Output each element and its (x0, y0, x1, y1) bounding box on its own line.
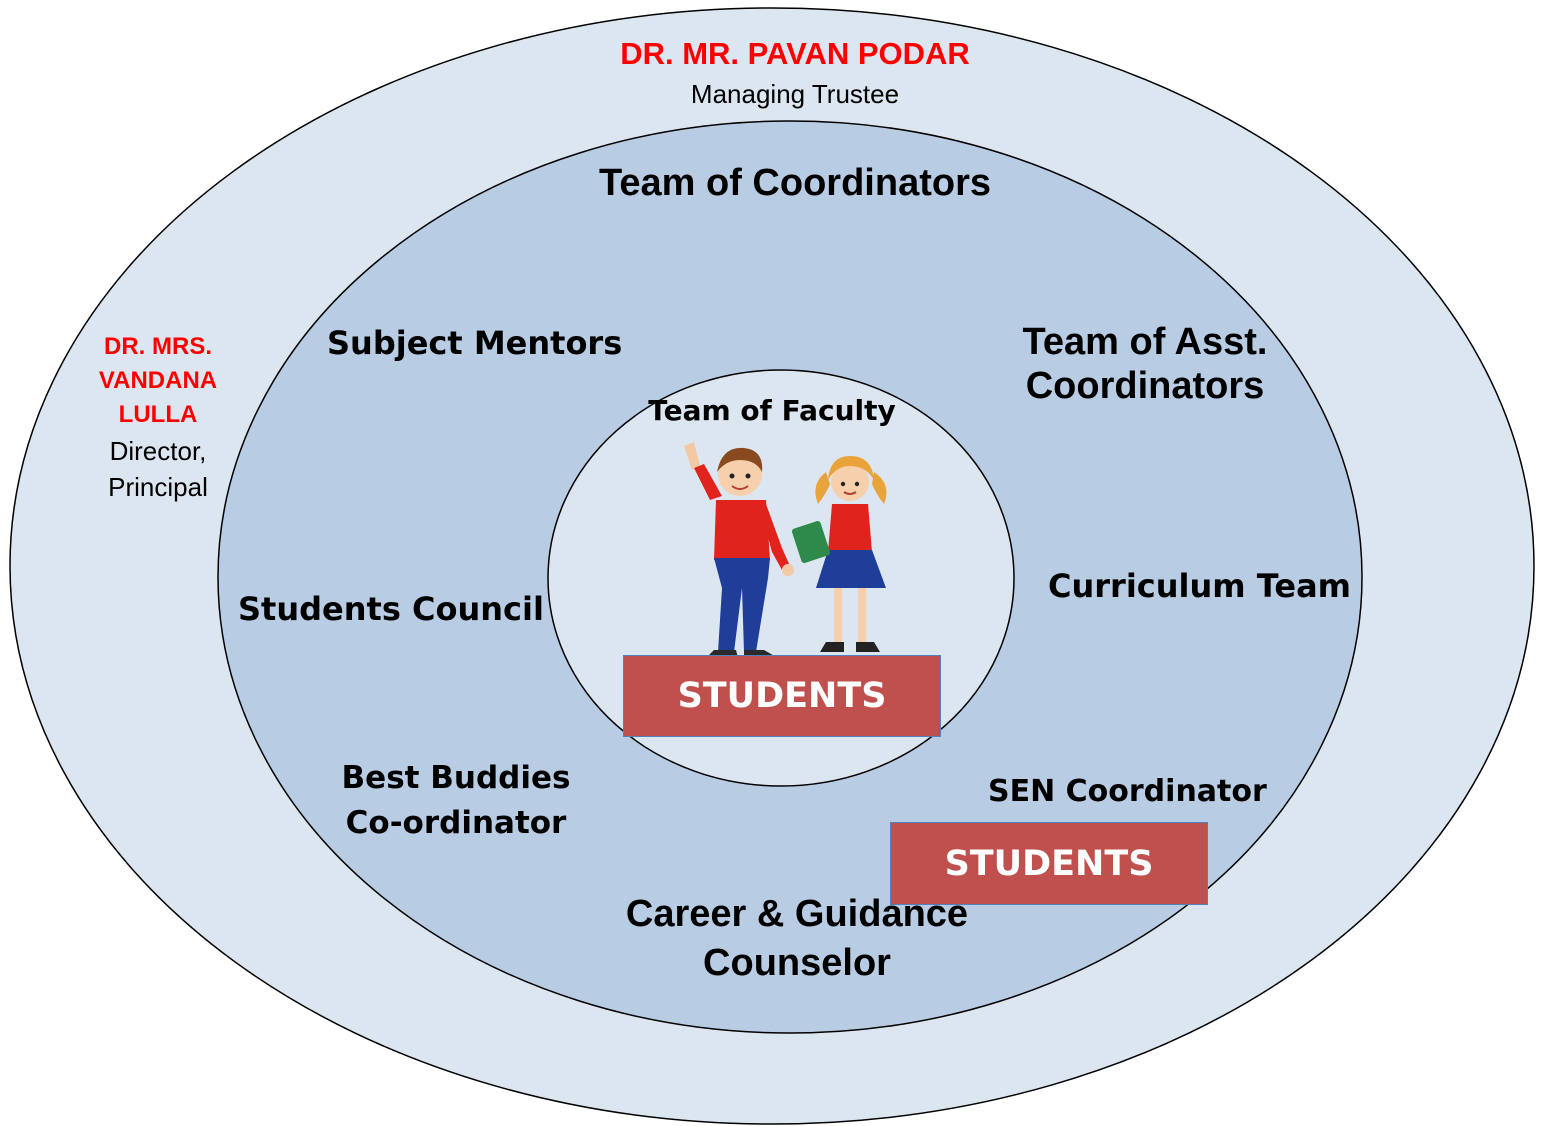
director-role-line-1: Director, (109, 436, 207, 466)
career-guidance-line-1: Career & Guidance (625, 893, 969, 935)
curriculum-team: Curriculum Team (1048, 567, 1351, 605)
career-guidance: Career & Guidance Counselor (572, 890, 1022, 988)
students-box-sen: STUDENTS (890, 822, 1208, 905)
best-buddies-line-2: Co-ordinator (345, 805, 567, 838)
best-buddies-line-1: Best Buddies (341, 760, 571, 796)
director-name-line-3: LULLA (118, 401, 198, 428)
director-role-line-2: Principal (108, 472, 208, 502)
students-illustration (684, 442, 887, 658)
girl-figure (791, 456, 887, 652)
subject-mentors: Subject Mentors (327, 324, 623, 362)
students-council: Students Council (238, 590, 544, 628)
team-of-coordinators: Team of Coordinators (599, 162, 991, 204)
career-guidance-line-2: Counselor (703, 942, 891, 984)
director-name-line-1: DR. MRS. (104, 333, 212, 360)
asst-coordinators-line-2: Coordinators (1025, 365, 1265, 407)
managing-trustee-name: DR. MR. PAVAN PODAR (620, 36, 970, 71)
students-box-center: STUDENTS (623, 655, 941, 737)
asst-coordinators: Team of Asst. Coordinators (980, 320, 1310, 408)
boy-figure (684, 442, 794, 658)
director-name-line-2: VANDANA (98, 367, 218, 394)
asst-coordinators-line-1: Team of Asst. (1022, 321, 1268, 363)
best-buddies: Best Buddies Co-ordinator (330, 752, 582, 838)
sen-coordinator: SEN Coordinator (988, 774, 1267, 809)
director-block: DR. MRS. VANDANA LULLA Director, Princip… (70, 330, 246, 504)
team-of-faculty: Team of Faculty (648, 394, 896, 427)
managing-trustee-role: Managing Trustee (690, 79, 900, 109)
